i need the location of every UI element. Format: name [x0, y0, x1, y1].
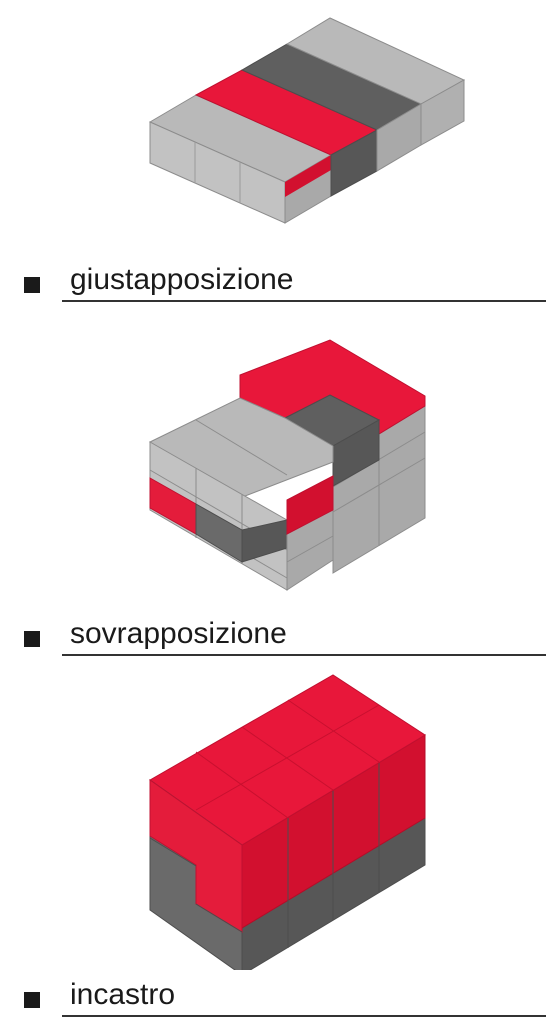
- slab-edge: [195, 419, 288, 476]
- block-right-red: [285, 155, 331, 197]
- figure-sovrapposizione: [0, 310, 546, 610]
- square-bullet-icon: [24, 631, 40, 647]
- section-label: sovrapposizione: [70, 617, 287, 650]
- interlocking-blocks-drawing: [149, 674, 426, 970]
- left-edge: [149, 837, 197, 867]
- square-bullet-icon: [24, 277, 40, 293]
- section-caption-giustapposizione: giustapposizione: [0, 263, 546, 303]
- left-edge: [195, 903, 243, 933]
- section-label: giustapposizione: [70, 263, 294, 296]
- insert-red-right: [286, 475, 334, 535]
- section-label: incastro: [70, 978, 176, 1011]
- top-edge: [195, 704, 380, 811]
- section-caption-incastro: incastro: [0, 978, 546, 1018]
- figure-giustapposizione: [0, 0, 546, 260]
- front-edge: [286, 535, 334, 563]
- underline-rule: [62, 300, 546, 302]
- underline-rule: [62, 1015, 546, 1017]
- square-bullet-icon: [24, 992, 40, 1008]
- section-caption-sovrapposizione: sovrapposizione: [0, 617, 546, 657]
- overlapping-blocks-drawing: [148, 339, 426, 591]
- block-right-light-end: [420, 79, 465, 146]
- dark-recess-face: [332, 419, 380, 487]
- juxtaposition-blocks-drawing: [148, 17, 466, 224]
- top-edge: [195, 751, 289, 819]
- figure-incastro: [0, 670, 546, 970]
- top-edge: [241, 726, 334, 791]
- top-edge: [287, 699, 380, 763]
- underline-rule: [62, 654, 546, 656]
